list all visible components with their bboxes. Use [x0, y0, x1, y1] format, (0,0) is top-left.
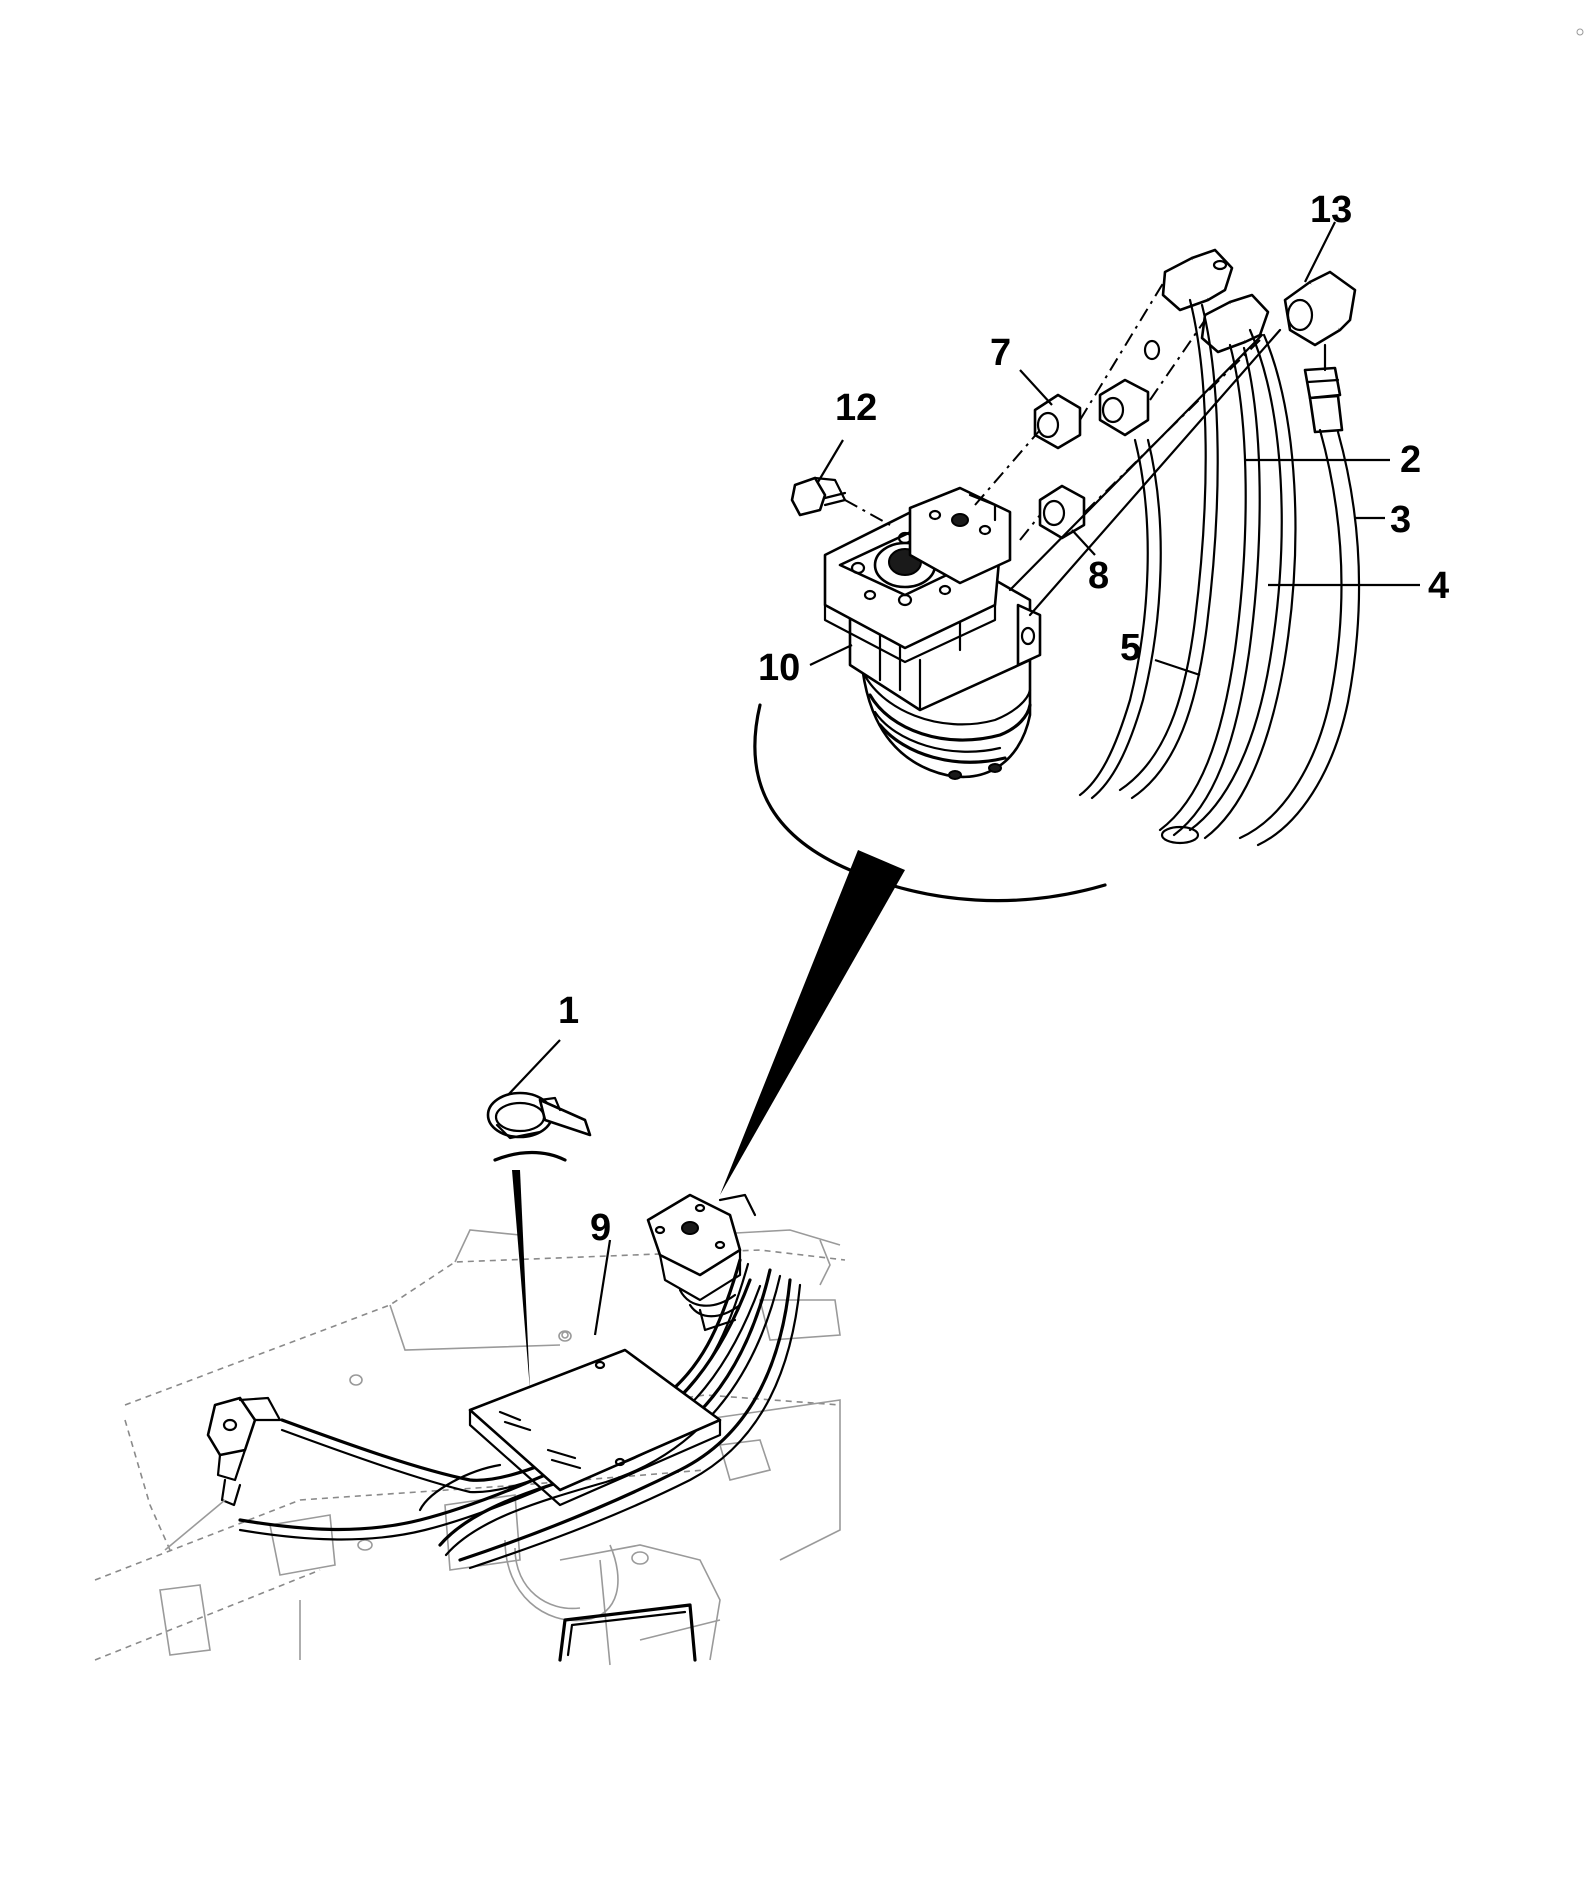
- steering-unit: [823, 486, 1042, 780]
- assembly-line: [1079, 279, 1166, 421]
- callout-10: 10: [758, 647, 800, 689]
- detail-pointer: [720, 850, 905, 1195]
- steering-unit-installed: [646, 1193, 757, 1332]
- callout-numbers: 1 2 3 4 5 7 8 9 10 12 13: [558, 189, 1449, 1249]
- callout-5: 5: [1120, 627, 1141, 669]
- hose-end-fittings: [1143, 248, 1270, 361]
- corner-mark: [1576, 28, 1584, 36]
- callout-1: 1: [558, 990, 579, 1032]
- cable-tie-pointer: [512, 1170, 530, 1390]
- leader-lines: [507, 221, 1420, 1336]
- callout-3: 3: [1390, 499, 1411, 541]
- callout-12: 12: [835, 387, 877, 429]
- bracket-plate: [468, 1348, 722, 1507]
- fitting-lower: [1038, 484, 1086, 540]
- callout-13: 13: [1310, 189, 1352, 231]
- elbow-fitting: [1283, 270, 1357, 434]
- cable-tie: [486, 1091, 592, 1140]
- assembly-line: [1019, 514, 1041, 541]
- fitting-upper: [1033, 378, 1150, 450]
- callout-4: 4: [1428, 565, 1449, 607]
- hose-set: [1078, 298, 1361, 847]
- callout-2: 2: [1400, 439, 1421, 481]
- cable-tie-detail-arc: [493, 1150, 567, 1162]
- chassis-frame: [94, 1229, 846, 1666]
- assembly-line: [974, 429, 1041, 506]
- callout-8: 8: [1088, 555, 1109, 597]
- tee-fitting: [206, 1396, 282, 1507]
- callout-7: 7: [990, 332, 1011, 374]
- callout-9: 9: [590, 1207, 611, 1249]
- assembly-line: [1008, 333, 1264, 592]
- plug-fitting: [790, 476, 891, 526]
